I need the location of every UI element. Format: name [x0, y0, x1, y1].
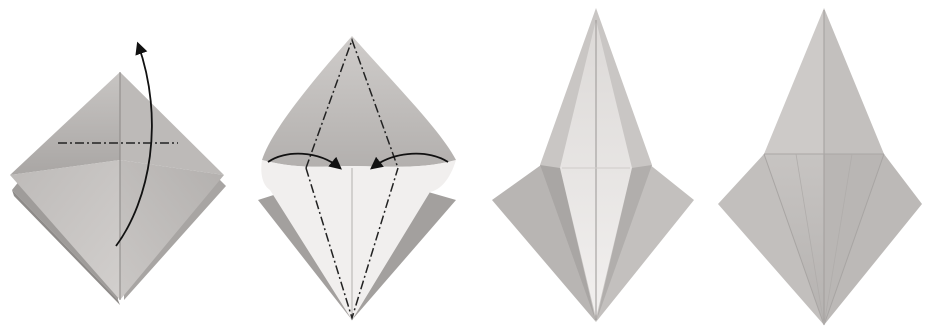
step-1-upper-left-face [10, 72, 120, 175]
step-4-upper-point [764, 8, 824, 154]
step-4-finished-base [718, 8, 922, 325]
step-1-lower-left-face [10, 160, 120, 300]
step-1-lower-right-face [120, 160, 224, 300]
step-4-upper-point-right [824, 8, 884, 154]
step-1-square-base [10, 44, 226, 305]
step-2-upper-flap [262, 36, 456, 167]
step-1-upper-right-face [120, 72, 224, 175]
step-2-kite-fold [258, 36, 456, 320]
step-3-petal-fold [492, 8, 694, 322]
